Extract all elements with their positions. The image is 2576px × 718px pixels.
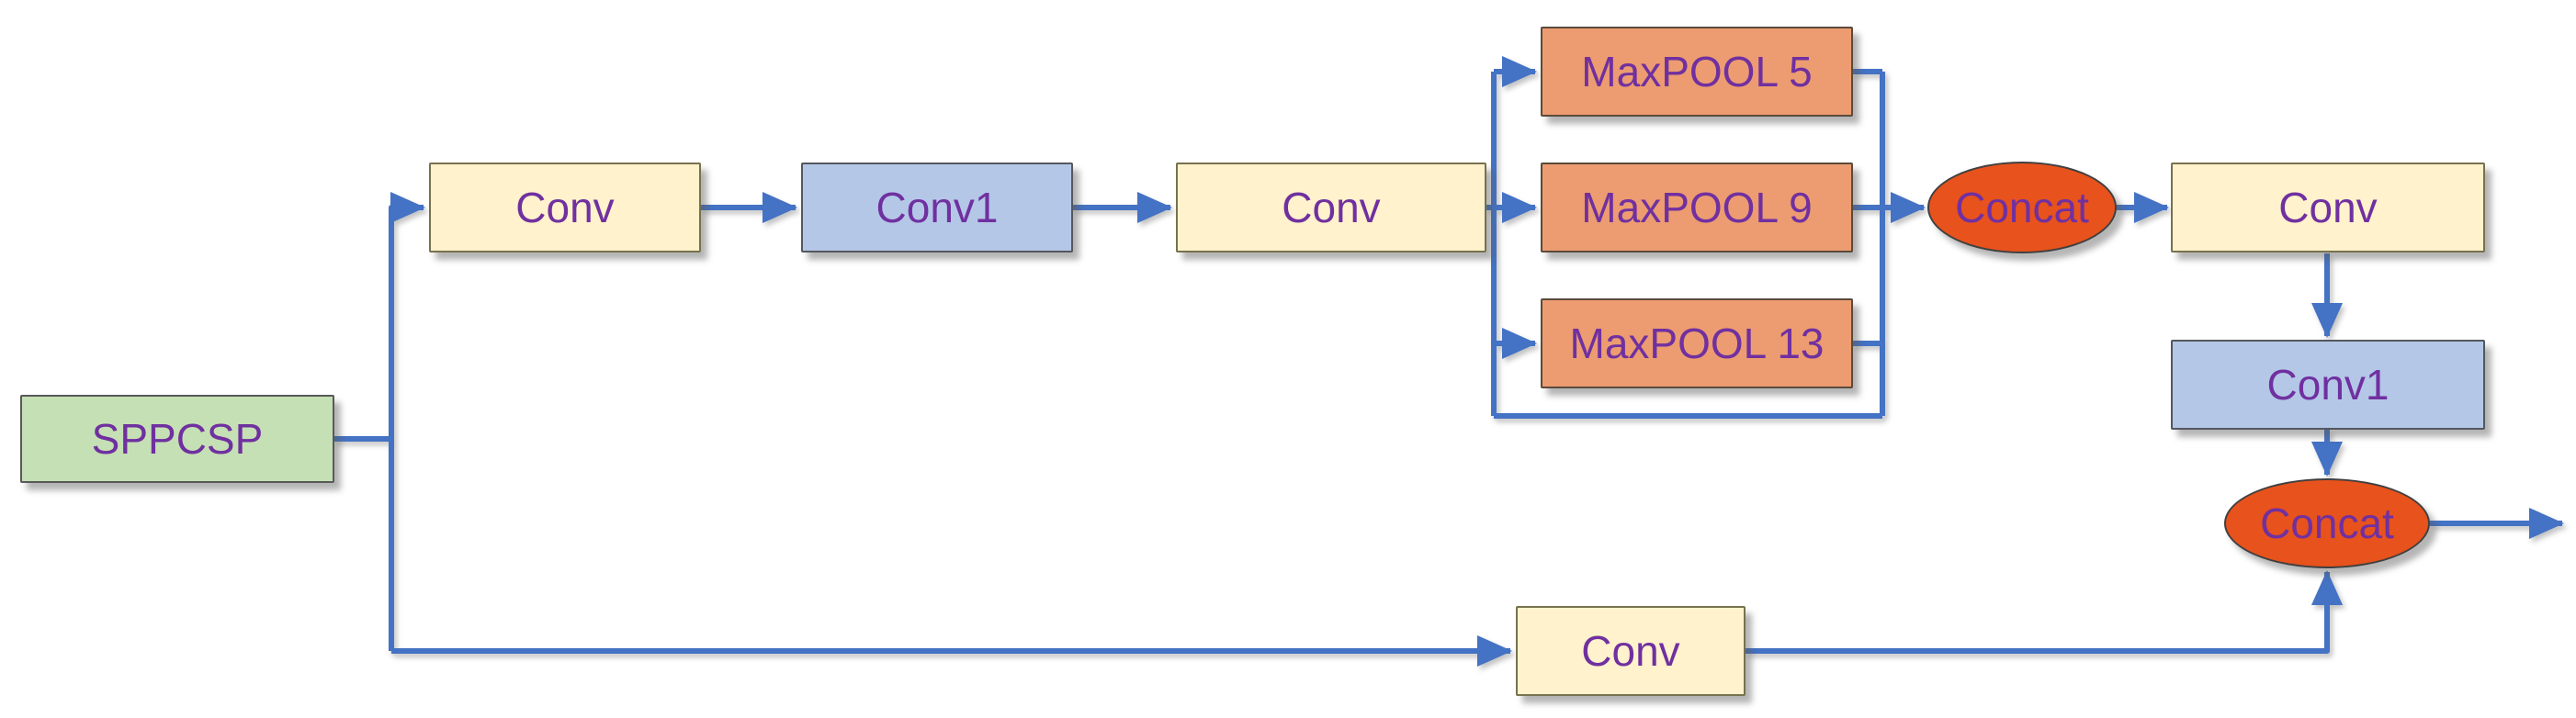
node-maxpool-13-label: MaxPOOL 13 <box>1569 320 1825 367</box>
node-sppcsp: SPPCSP <box>20 395 334 483</box>
node-sppcsp-label: SPPCSP <box>91 415 264 463</box>
node-maxpool-5-label: MaxPOOL 5 <box>1581 48 1813 95</box>
edge-sppcsp-conv-top <box>389 192 425 651</box>
node-maxpool-9-label: MaxPOOL 9 <box>1581 184 1813 231</box>
node-conv1-top: Conv1 <box>801 163 1073 252</box>
node-conv1-top-label: Conv1 <box>876 184 999 231</box>
node-maxpool-9: MaxPOOL 9 <box>1541 163 1853 252</box>
node-conv-bottom-label: Conv <box>1581 627 1680 675</box>
node-concat-2: Concat <box>2224 478 2430 568</box>
node-conv-bottom: Conv <box>1516 606 1746 696</box>
node-conv-top-1-label: Conv <box>515 184 615 231</box>
node-maxpool-5: MaxPOOL 5 <box>1541 27 1853 117</box>
node-conv-top-1: Conv <box>429 163 701 252</box>
node-concat-1: Concat <box>1927 162 2117 253</box>
node-conv-top-2: Conv <box>1176 163 1486 252</box>
edge-convbottom-concat <box>1746 570 2343 654</box>
node-maxpool-13: MaxPOOL 13 <box>1541 298 1853 388</box>
node-conv-top-2-label: Conv <box>1282 184 1381 231</box>
node-concat-2-label: Concat <box>2260 499 2394 547</box>
node-concat-1-label: Concat <box>1955 184 2089 231</box>
node-conv1-right-label: Conv1 <box>2266 361 2390 409</box>
node-conv-right: Conv <box>2171 163 2485 252</box>
node-conv1-right: Conv1 <box>2171 340 2485 430</box>
node-conv-right-label: Conv <box>2278 184 2378 231</box>
